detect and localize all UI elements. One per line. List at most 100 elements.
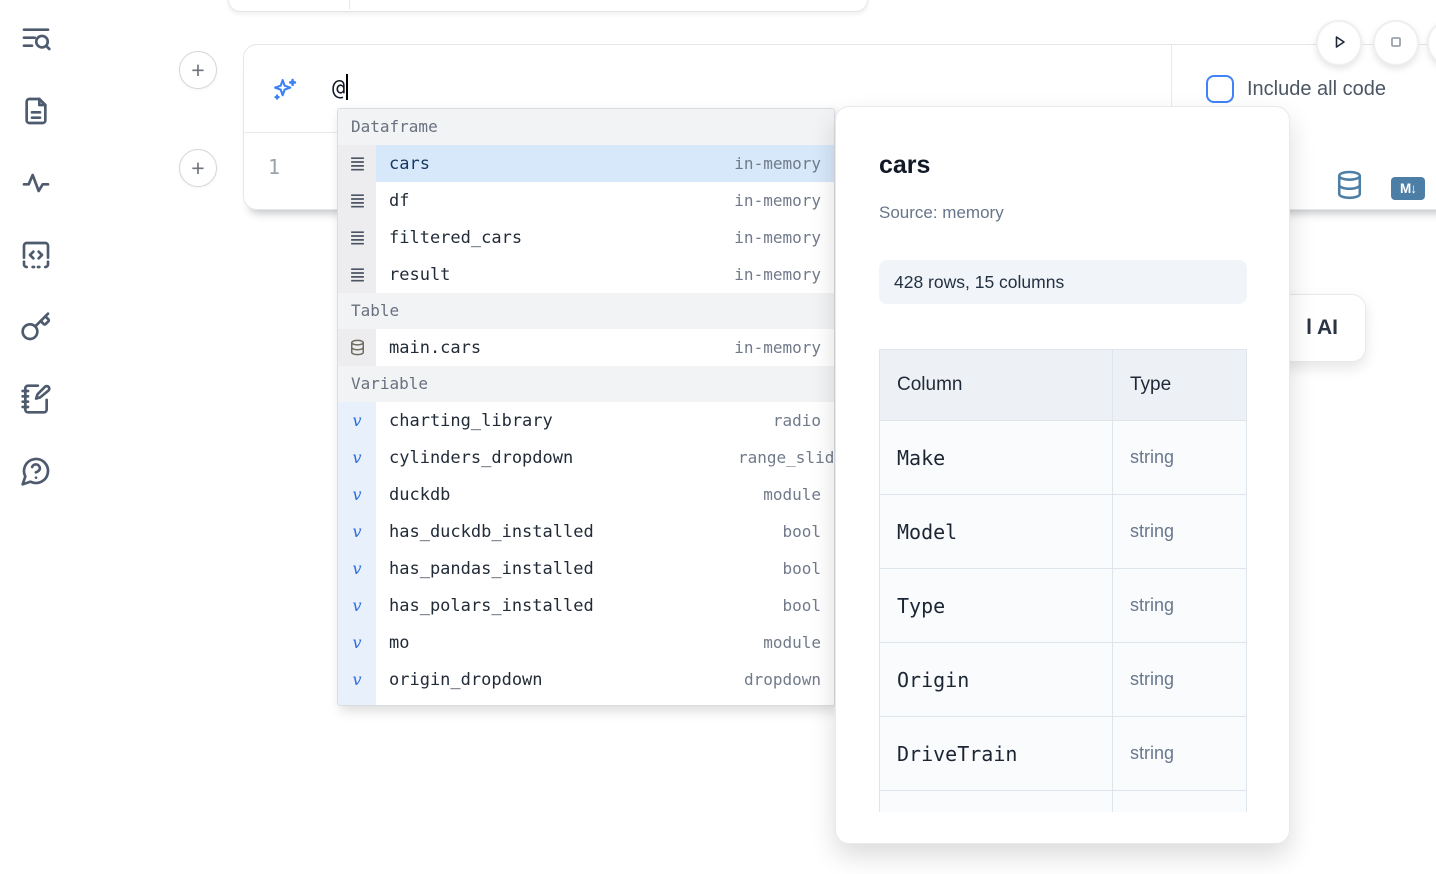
completion-section-header: Variable — [338, 366, 834, 402]
schema-column-type: string — [1130, 669, 1175, 689]
schema-header-cell: Column — [880, 350, 1113, 420]
run-cell-button[interactable] — [1317, 21, 1361, 65]
cell-output-toolbar: M↓ — [1335, 169, 1425, 207]
variable-icon: v — [338, 513, 376, 550]
sidebar-item-help[interactable] — [18, 456, 54, 489]
completion-item-type: in-memory — [734, 154, 821, 173]
completion-item-name: duckdb — [389, 484, 451, 505]
completion-item-type: in-memory — [734, 191, 821, 210]
completion-section-header: Table — [338, 293, 834, 329]
completion-item-type: range_slider — [738, 448, 834, 467]
sidebar-item-search[interactable] — [18, 24, 54, 57]
schema-column-name — [880, 791, 1113, 812]
schema-row — [880, 791, 1246, 812]
completion-item-name: main.cars — [389, 337, 482, 358]
dataframe-icon — [338, 182, 376, 219]
completion-item-type: in-memory — [734, 338, 821, 357]
completion-item-name: cars — [389, 153, 430, 174]
ai-prompt-input[interactable]: @ — [332, 74, 349, 101]
completion-section-header: Dataframe — [338, 109, 834, 145]
completion-item-body: has_duckdb_installed bool — [376, 513, 834, 550]
include-all-code-label: Include all code — [1247, 77, 1386, 100]
completion-item-type: bool — [782, 596, 821, 615]
completion-item-type: radio — [772, 411, 821, 430]
completion-item-body: has_polars_installed bool — [376, 587, 834, 624]
completion-item-name: has_duckdb_installed — [389, 521, 594, 542]
completion-item-cylinders_dropdown[interactable]: v cylinders_dropdown range_slider — [338, 439, 834, 476]
stop-icon — [1384, 30, 1408, 57]
play-icon — [1327, 30, 1351, 57]
completion-item-result[interactable]: result in-memory — [338, 256, 834, 293]
include-all-code-option[interactable]: Include all code — [1206, 75, 1386, 103]
variable-icon: v — [338, 587, 376, 624]
dataframe-preview-panel: cars Source: memory 428 rows, 15 columns… — [835, 106, 1290, 844]
shape-badge: 428 rows, 15 columns — [879, 260, 1247, 304]
add-cell-above-button[interactable]: + — [179, 51, 217, 89]
completion-item-pandas[interactable]: vpandasmodule — [338, 698, 834, 705]
key-icon — [20, 311, 52, 346]
completion-item-has_polars_installed[interactable]: v has_polars_installed bool — [338, 587, 834, 624]
completion-item-name: filtered_cars — [389, 227, 523, 248]
dataframe-icon — [338, 256, 376, 293]
database-icon[interactable] — [1335, 169, 1364, 207]
sidebar-item-secrets[interactable] — [18, 312, 54, 345]
sidebar-item-files[interactable] — [18, 96, 54, 129]
list-search-icon — [20, 23, 52, 58]
schema-column-name: Make — [880, 421, 1113, 494]
completion-item-has_duckdb_installed[interactable]: v has_duckdb_installed bool — [338, 513, 834, 550]
previous-cell-divider — [349, 0, 350, 9]
schema-column-type — [1113, 791, 1246, 812]
completion-item-name: has_polars_installed — [389, 595, 594, 616]
stop-cell-button[interactable] — [1374, 21, 1418, 65]
include-all-code-checkbox[interactable] — [1206, 75, 1234, 103]
completion-item-type: in-memory — [734, 265, 821, 284]
variable-icon: v — [338, 439, 376, 476]
schema-column-name: Type — [880, 569, 1113, 642]
completion-item-type: dropdown — [743, 670, 821, 689]
completion-item-cars[interactable]: cars in-memory — [338, 145, 834, 182]
completion-item-type: bool — [782, 522, 821, 541]
panel-source: Source: memory — [879, 203, 1004, 222]
completion-item-name: charting_library — [389, 410, 553, 431]
code-square-icon — [20, 239, 52, 274]
completion-item-name: result — [389, 264, 451, 285]
line-number: 1 — [267, 155, 281, 179]
completion-item-name: cylinders_dropdown — [389, 447, 574, 468]
completion-item-type: bool — [782, 559, 821, 578]
schema-row: Type string — [880, 569, 1246, 643]
markdown-export-icon[interactable]: M↓ — [1391, 176, 1425, 200]
previous-cell-edge — [228, 0, 868, 12]
completion-item-type: module — [763, 485, 821, 504]
completion-item-main.cars[interactable]: main.cars in-memory — [338, 329, 834, 366]
completion-item-body: cylinders_dropdown range_slider — [376, 439, 834, 476]
completion-item-body: cars in-memory — [376, 145, 834, 182]
notebook-pen-icon — [20, 383, 52, 418]
completion-item-name: origin_dropdown — [389, 669, 543, 690]
schema-column-type: string — [1130, 595, 1175, 615]
file-document-icon — [20, 95, 52, 130]
add-cell-below-button[interactable]: + — [179, 149, 217, 187]
sidebar-item-activity[interactable] — [18, 168, 54, 201]
completion-item-body: charting_library radio — [376, 402, 834, 439]
panel-title: cars — [879, 151, 931, 179]
schema-column-name: DriveTrain — [880, 717, 1113, 790]
completion-item-body: pandasmodule — [376, 698, 834, 705]
help-chat-icon — [20, 455, 52, 490]
divider — [1171, 45, 1172, 132]
sidebar-item-snippets[interactable] — [18, 240, 54, 273]
sidebar-item-scratchpad[interactable] — [18, 384, 54, 417]
